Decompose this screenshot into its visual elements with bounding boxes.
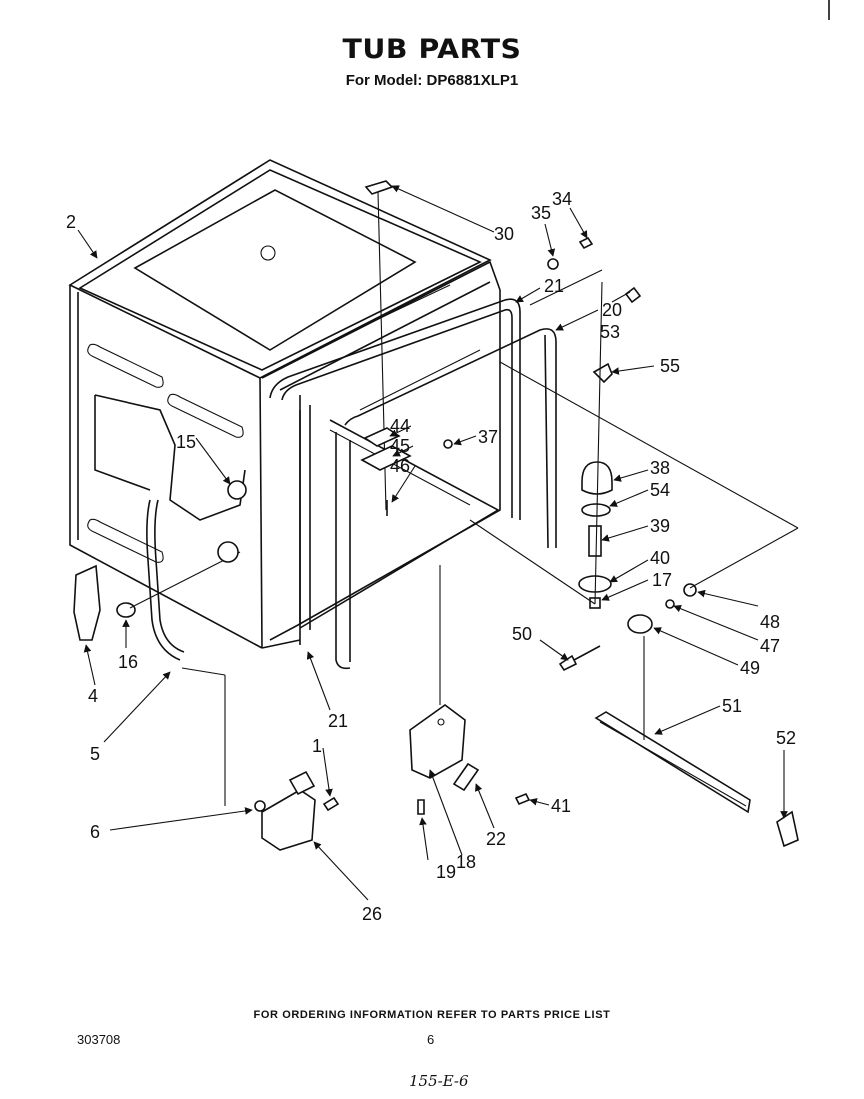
screw-53 bbox=[624, 286, 642, 304]
callout-53: 53 bbox=[600, 322, 620, 342]
page-title: TUB PARTS bbox=[342, 34, 522, 65]
document-number: 303708 bbox=[77, 1032, 121, 1047]
callout-6: 6 bbox=[90, 822, 100, 842]
door-gasket bbox=[269, 298, 557, 670]
callout-20: 20 bbox=[602, 300, 622, 320]
handwritten-note: 155-E-6 bbox=[409, 1072, 469, 1090]
callout-54: 54 bbox=[650, 480, 670, 500]
callout-44: 44 bbox=[390, 416, 410, 436]
callout-35: 35 bbox=[531, 203, 551, 223]
callout-22: 22 bbox=[486, 829, 506, 849]
callout-39: 39 bbox=[650, 516, 670, 536]
callout-48: 48 bbox=[760, 612, 780, 632]
tub-assembly bbox=[68, 159, 501, 649]
callout-41: 41 bbox=[551, 796, 571, 816]
rack-roller-parts bbox=[558, 583, 697, 672]
callout-1: 1 bbox=[312, 736, 322, 756]
callout-18: 18 bbox=[456, 852, 476, 872]
callout-30: 30 bbox=[494, 224, 514, 244]
callout-5: 5 bbox=[90, 744, 100, 764]
callout-50: 50 bbox=[512, 624, 532, 644]
callout-2: 2 bbox=[66, 212, 76, 232]
callout-21-bottom: 21 bbox=[328, 711, 348, 731]
page-number: 6 bbox=[427, 1032, 435, 1047]
callout-labels: 1 2 4 5 6 15 16 17 18 19 20 21 21 22 26 … bbox=[66, 189, 796, 924]
callout-34: 34 bbox=[552, 189, 572, 209]
callout-15: 15 bbox=[176, 432, 196, 452]
rail-end-cap bbox=[776, 810, 799, 848]
callout-52: 52 bbox=[776, 728, 796, 748]
callout-45: 45 bbox=[390, 436, 410, 456]
callout-arrows bbox=[77, 185, 788, 901]
fill-hose-and-fittings bbox=[73, 480, 247, 661]
callout-21-top: 21 bbox=[544, 276, 564, 296]
clip-55 bbox=[592, 362, 613, 384]
callout-17: 17 bbox=[652, 570, 672, 590]
callout-4: 4 bbox=[88, 686, 98, 706]
screw-and-washer-34-35 bbox=[547, 236, 594, 270]
model-subtitle: For Model: DP6881XLP1 bbox=[345, 72, 519, 89]
callout-16: 16 bbox=[118, 652, 138, 672]
heater-bracket-assembly bbox=[409, 565, 531, 815]
water-inlet-valve bbox=[181, 667, 340, 851]
callout-51: 51 bbox=[722, 696, 742, 716]
callout-19: 19 bbox=[436, 862, 456, 882]
leader-lines bbox=[469, 269, 799, 605]
rack-rail bbox=[594, 636, 751, 814]
callout-40: 40 bbox=[650, 548, 670, 568]
callout-46: 46 bbox=[390, 456, 410, 476]
callout-26: 26 bbox=[362, 904, 382, 924]
callout-55: 55 bbox=[660, 356, 680, 376]
callout-38: 38 bbox=[650, 458, 670, 478]
callout-47: 47 bbox=[760, 636, 780, 656]
callout-37: 37 bbox=[478, 427, 498, 447]
callout-49: 49 bbox=[740, 658, 760, 678]
ordering-note: FOR ORDERING INFORMATION REFER TO PARTS … bbox=[253, 1009, 611, 1021]
